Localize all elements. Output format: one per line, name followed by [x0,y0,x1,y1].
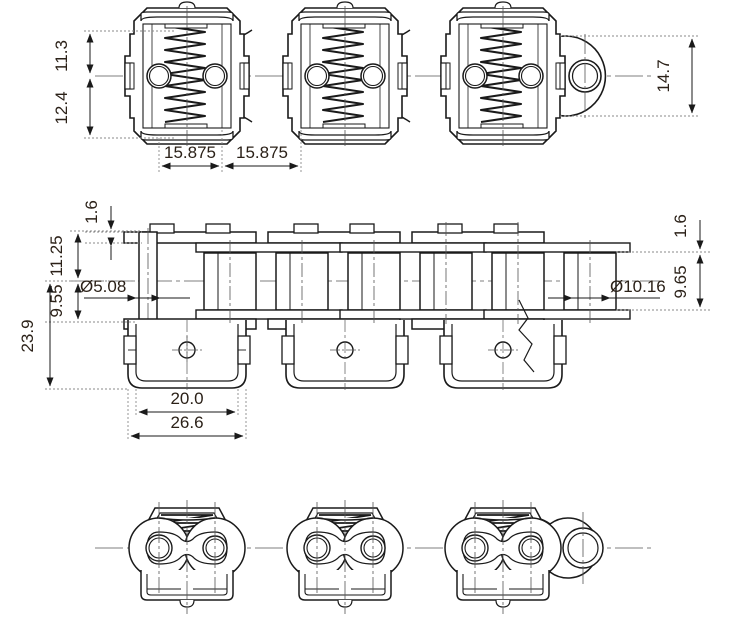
side-view-rollers [203,252,617,311]
dim-label-12-4: 12.4 [52,91,71,124]
bottom-view-link-3 [444,507,566,608]
top-view: 11.3 12.4 14.7 15.875 15.875 [52,0,700,172]
dim-label-pitch-2: 15.875 [236,143,288,162]
side-view-bracket-1 [123,320,251,390]
dim-label-20-0: 20.0 [170,389,203,408]
dim-20-0: 20.0 [135,389,239,416]
dim-label-11-3: 11.3 [52,40,71,72]
dim-dia-10-16: Ø10.16 [548,277,666,302]
dim-label-1-6-left: 1.6 [82,200,101,224]
dim-label-pitch-1: 15.875 [164,143,216,162]
dim-label-9-65: 9.65 [671,265,690,298]
dim-12-4: 12.4 [52,78,175,139]
dim-label-1-6-right: 1.6 [671,214,690,238]
dim-14-7: 14.7 [560,35,700,117]
dim-label-dia-5-08: Ø5.08 [80,277,126,296]
side-view-top-plates [123,223,631,253]
bottom-view-link-2 [286,507,408,608]
dim-9-65: 9.65 [616,254,712,311]
dim-1-6-left: 1.6 [82,200,142,260]
dim-label-11-25: 11.25 [47,235,66,276]
dim-label-23-9: 23.9 [18,319,37,352]
bottom-view-link-1 [128,507,250,608]
dim-label-dia-10-16: Ø10.16 [610,277,666,296]
side-view: 1.6 11.25 9.55 23.9 Ø5.08 [18,200,712,440]
dim-26-6: 26.6 [127,389,247,440]
dim-label-14-7: 14.7 [654,59,673,92]
dim-11-3: 11.3 [52,30,175,74]
dim-11-25: 11.25 [47,230,142,279]
bottom-view [95,500,655,614]
dim-23-9: 23.9 [18,283,128,390]
dim-dia-5-08: Ø5.08 [80,277,190,302]
dim-pitch-2: 15.875 [224,130,302,172]
side-view-bracket-3 [439,299,567,390]
dim-pitch-1: 15.875 [158,130,223,172]
side-view-bracket-2 [281,320,409,390]
dim-label-26-6: 26.6 [170,413,203,432]
dim-1-6-right: 1.6 [616,214,712,253]
